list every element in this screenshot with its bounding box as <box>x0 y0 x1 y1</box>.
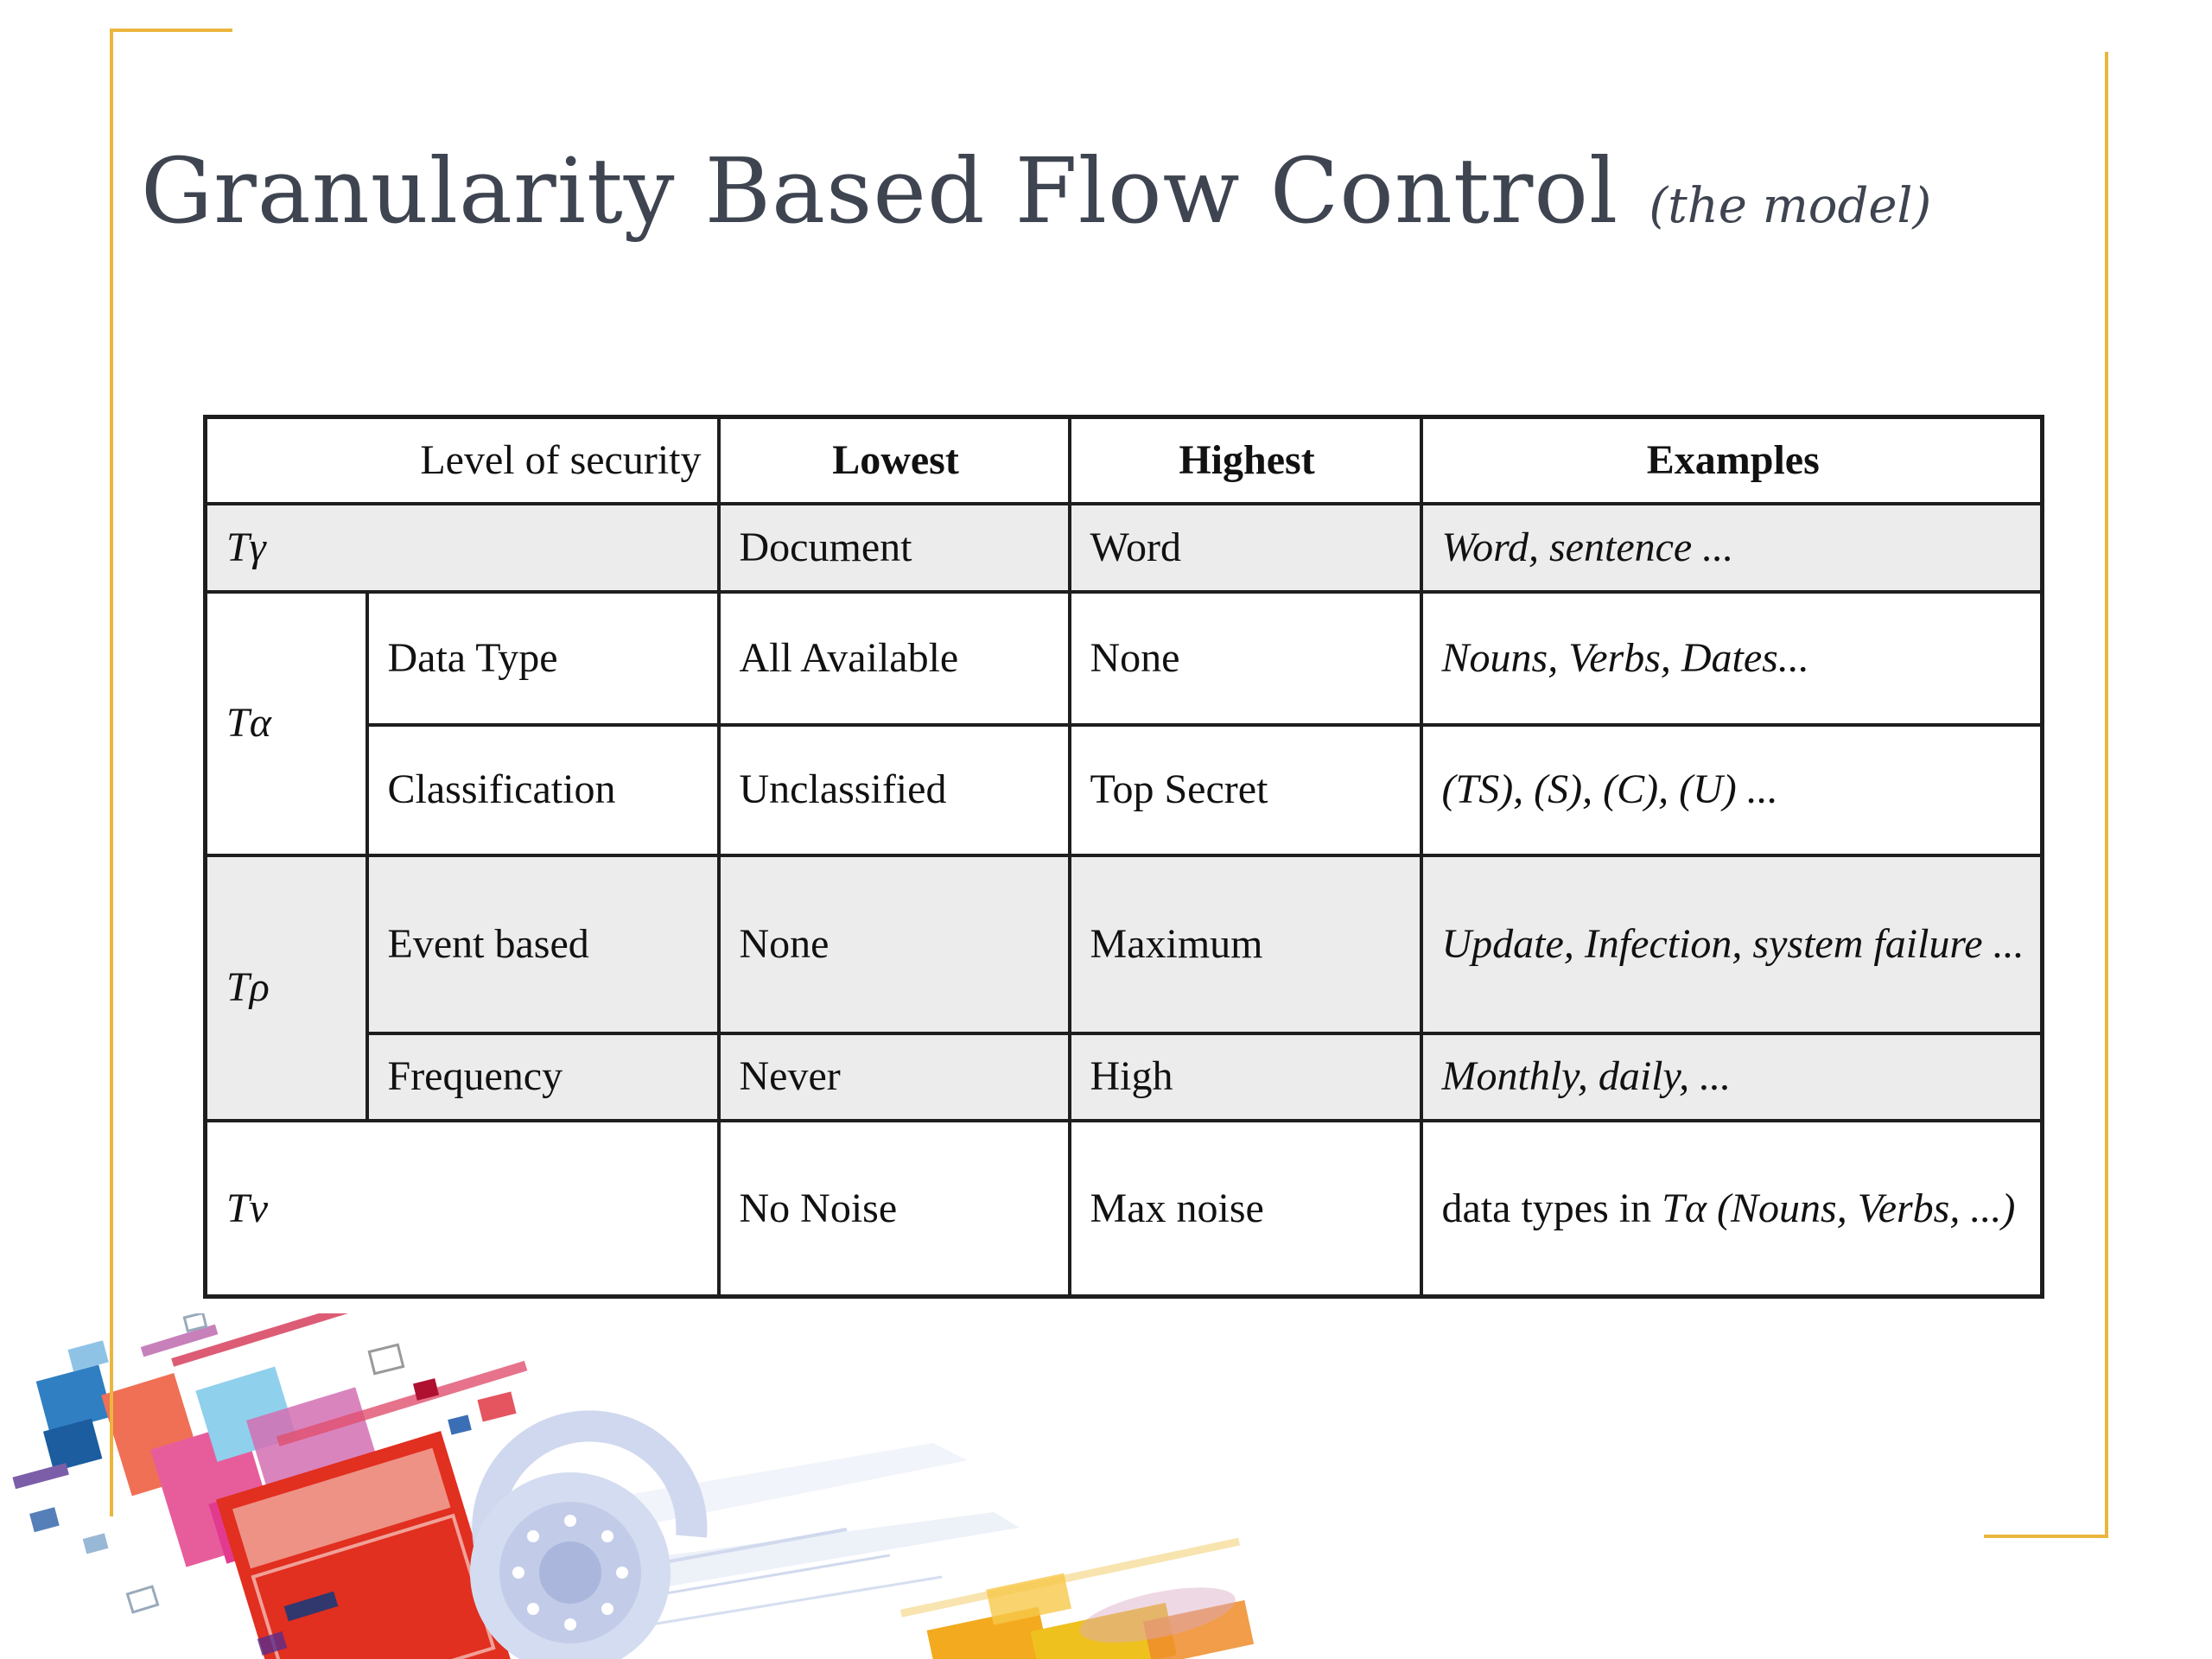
slide-title-block: Granularity Based Flow Control (the mode… <box>141 138 2042 244</box>
header-examples: Examples <box>1419 415 2044 505</box>
cell-sublabel: Data Type <box>365 589 721 727</box>
frame-top-line <box>110 29 232 32</box>
table-row-talpha-classification: Classification Unclassified Top Secret (… <box>206 722 2044 857</box>
decorative-graphic <box>12 1313 1255 1659</box>
cell-lowest: No Noise <box>716 1118 1071 1299</box>
cell-highest: Top Secret <box>1067 722 1423 857</box>
cell-highest: Word <box>1067 501 1423 594</box>
granularity-table: Level of security Lowest Highest Example… <box>203 415 2045 1299</box>
page-subtitle: (the model) <box>1649 178 1932 234</box>
frame-bottom-line <box>1984 1535 2108 1538</box>
cell-highest: None <box>1067 589 1423 727</box>
cell-sublabel: Frequency <box>365 1031 721 1122</box>
cell-sublabel: Event based <box>365 853 721 1035</box>
cell-examples: Monthly, daily, ... <box>1419 1031 2044 1122</box>
padlock-icon <box>470 1410 708 1659</box>
row-label-tnu: Tν <box>203 1118 721 1299</box>
table-row-tnu: Tν No Noise Max noise data types in Tα (… <box>203 1118 2044 1299</box>
cell-examples: Nouns, Verbs, Dates... <box>1419 589 2044 727</box>
cell-examples: Update, Infection, system failure ... <box>1419 853 2044 1035</box>
table-row-trho-eventbased: Tρ Event based None Maximum Update, Infe… <box>203 853 2044 1122</box>
header-level-of-security: Level of security <box>203 415 721 505</box>
row-label-trho: Tρ <box>203 853 369 1122</box>
cell-highest: Max noise <box>1067 1118 1423 1299</box>
header-lowest: Lowest <box>716 415 1071 505</box>
cell-highest: High <box>1067 1031 1423 1122</box>
gold-cluster-icon <box>899 1537 1255 1659</box>
cell-sublabel: Classification <box>365 722 721 857</box>
examples-italic-text: Tα (Nouns, Verbs, ...) <box>1662 1185 2016 1231</box>
cell-lowest: None <box>716 853 1071 1035</box>
table-row-trho-frequency: Frequency Never High Monthly, daily, ... <box>206 1031 2044 1122</box>
scatter-bits-icon <box>125 1313 517 1656</box>
row-label-tgamma: Tγ <box>203 501 721 594</box>
cell-lowest: Document <box>716 501 1071 594</box>
table-row-tgamma: Tγ Document Word Word, sentence ... <box>203 501 2044 594</box>
table-row-talpha-datatype: Tα Data Type All Available None Nouns, V… <box>203 589 2044 857</box>
cell-examples: (TS), (S), (C), (U) ... <box>1419 722 2044 857</box>
frame-left-line <box>110 29 113 1516</box>
cell-highest: Maximum <box>1067 853 1423 1035</box>
table-header-row: Level of security Lowest Highest Example… <box>203 415 2044 505</box>
cell-lowest: All Available <box>716 589 1071 727</box>
examples-upright-text: data types in <box>1441 1185 1662 1231</box>
frame-right-line <box>2105 52 2108 1538</box>
page-title: Granularity Based Flow Control <box>141 138 1619 244</box>
cell-examples: data types in Tα (Nouns, Verbs, ...) <box>1419 1118 2044 1299</box>
cell-lowest: Never <box>716 1031 1071 1122</box>
row-label-talpha: Tα <box>203 589 369 857</box>
blue-squares-icon <box>12 1340 113 1554</box>
header-highest: Highest <box>1067 415 1423 505</box>
cell-examples: Word, sentence ... <box>1419 501 2044 594</box>
cell-lowest: Unclassified <box>716 722 1071 857</box>
